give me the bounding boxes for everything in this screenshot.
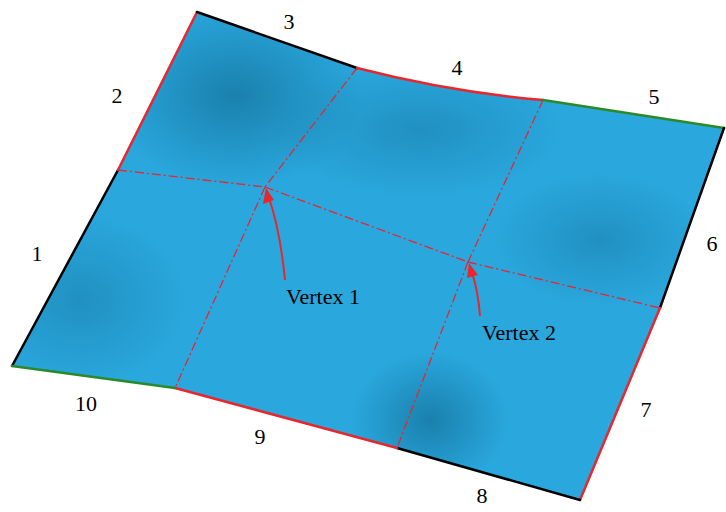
edge-number: 4 bbox=[452, 57, 463, 79]
edge-number: 6 bbox=[707, 233, 718, 255]
edge-number: 8 bbox=[477, 485, 488, 507]
edge-number: 2 bbox=[112, 85, 123, 107]
vertex-label: Vertex 2 bbox=[482, 322, 556, 344]
edge-number: 7 bbox=[641, 399, 652, 421]
patch-boundaries bbox=[118, 68, 660, 448]
vertex-arrows bbox=[263, 188, 480, 316]
edge-number: 10 bbox=[75, 393, 97, 415]
boundary-edges bbox=[12, 12, 724, 500]
surface-patch bbox=[0, 0, 724, 500]
edge-number: 5 bbox=[649, 86, 660, 108]
edge-number: 1 bbox=[32, 243, 43, 265]
edge-number: 9 bbox=[255, 426, 266, 448]
edge-number: 3 bbox=[284, 11, 295, 33]
vertex-label: Vertex 1 bbox=[286, 286, 360, 308]
